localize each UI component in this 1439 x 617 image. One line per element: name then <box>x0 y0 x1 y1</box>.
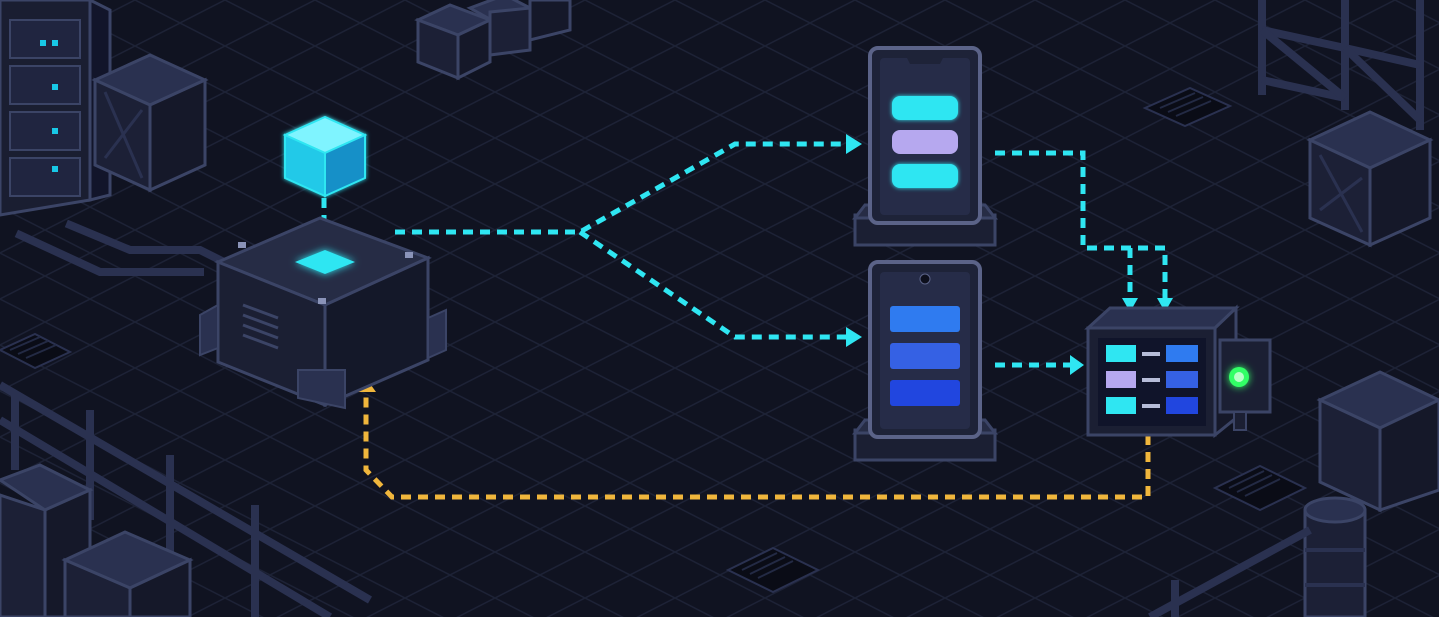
connector-phone-a-to-monitor <box>995 150 1168 300</box>
phone-b-bar-1 <box>890 306 960 332</box>
arrowhead-monitor-left <box>1070 355 1084 375</box>
source-corner-accent-3 <box>318 298 326 304</box>
monitor <box>1084 304 1272 439</box>
phone-b-bar-2 <box>890 343 960 369</box>
monitor-row-3-right <box>1166 397 1198 414</box>
monitor-row-1-right <box>1166 345 1198 362</box>
monitor-row-1-dash <box>1142 352 1160 356</box>
railing-right <box>1148 526 1312 617</box>
rack-led-5 <box>52 166 58 172</box>
monitor-row-3-left <box>1106 397 1136 414</box>
rack-led-2 <box>52 40 58 46</box>
rack-led-1 <box>40 40 46 46</box>
status-light-box <box>1218 338 1272 431</box>
scaffold-top-right <box>1258 0 1424 130</box>
floor-pipes <box>14 219 236 276</box>
source-base <box>199 216 447 410</box>
arrowhead-phone-a <box>846 134 862 154</box>
arrowhead-monitor-top-1 <box>1122 298 1138 312</box>
phone-a-bar-2 <box>892 130 958 154</box>
source-vent <box>242 303 279 350</box>
crate-top-left <box>91 53 209 193</box>
source-cube <box>282 115 368 198</box>
rack-led-4 <box>52 128 58 134</box>
phone-b-bar-3 <box>890 380 960 406</box>
source-corner-accent-1 <box>238 242 246 248</box>
vent-left <box>0 332 73 370</box>
monitor-row-2-right <box>1166 371 1198 388</box>
phone-a <box>851 46 999 247</box>
connector-source-to-phone-a <box>395 141 852 235</box>
crate-bottom-left-2 <box>61 530 194 617</box>
crates-top-center <box>414 0 572 81</box>
monitor-row-2-dash <box>1142 378 1160 382</box>
crate-right <box>1306 110 1434 248</box>
arrowhead-monitor-top-2 <box>1157 298 1173 312</box>
vent-bottom-center <box>725 546 821 594</box>
phone-b-camera <box>919 273 931 285</box>
vent-top-right <box>1142 86 1233 128</box>
phone-a-notch <box>905 54 945 64</box>
floor-vents <box>0 86 1308 594</box>
phone-a-bar-1 <box>892 96 958 120</box>
barrel <box>1303 496 1367 617</box>
monitor-row-1-left <box>1106 345 1136 362</box>
phone-b <box>851 260 999 462</box>
phone-a-bar-3 <box>892 164 958 188</box>
monitor-row-2-left <box>1106 371 1136 388</box>
crate-bottom-right <box>1316 370 1439 513</box>
monitor-top <box>1084 306 1240 330</box>
monitor-row-3-dash <box>1142 404 1160 408</box>
source-glow-pad <box>295 250 355 274</box>
rack-led-3 <box>52 84 58 90</box>
connector-monitor-to-source <box>363 392 1151 500</box>
arrowhead-phone-b <box>846 327 862 347</box>
vent-bottom-right <box>1212 464 1308 512</box>
connector-source-to-phone-b <box>578 229 852 340</box>
source-corner-accent-2 <box>405 252 413 258</box>
